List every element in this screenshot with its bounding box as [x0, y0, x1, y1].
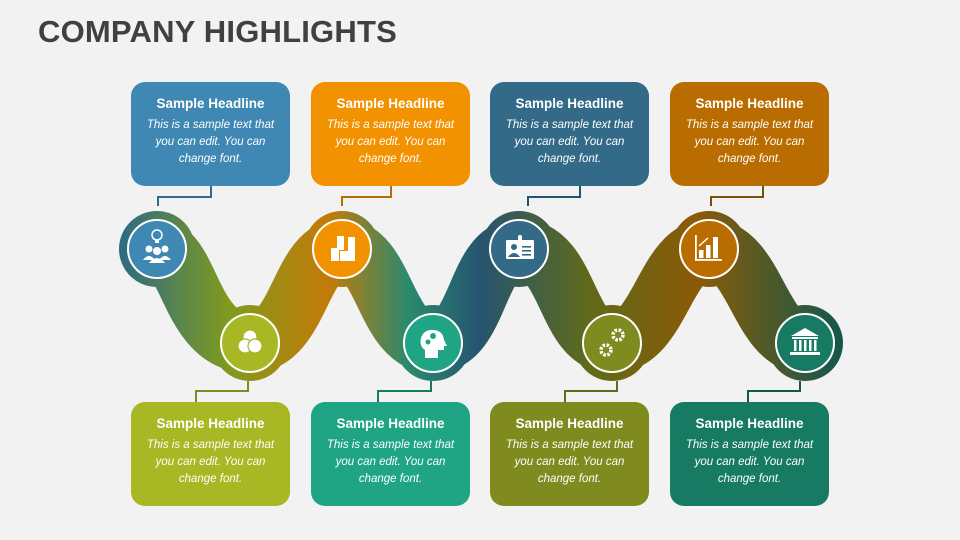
- card-headline: Sample Headline: [336, 96, 445, 111]
- highlight-card-1[interactable]: Sample Headline This is a sample text th…: [131, 82, 290, 186]
- highlight-card-3[interactable]: Sample Headline This is a sample text th…: [311, 82, 470, 186]
- card-headline: Sample Headline: [156, 416, 265, 431]
- card-text: This is a sample text that you can edit.…: [326, 119, 455, 165]
- team-idea-icon: [143, 229, 171, 263]
- highlight-card-7[interactable]: Sample Headline This is a sample text th…: [670, 82, 829, 186]
- node-7[interactable]: [679, 219, 739, 279]
- connector-lines: [157, 186, 801, 402]
- head-gears-icon: [420, 329, 447, 358]
- card-headline: Sample Headline: [515, 416, 624, 431]
- id-card-icon: [506, 235, 534, 259]
- node-6[interactable]: [582, 313, 642, 373]
- node-1[interactable]: [127, 219, 187, 279]
- growth-chart-icon: [695, 235, 722, 261]
- gears-icon: [599, 328, 625, 357]
- card-text: This is a sample text that you can edit.…: [326, 439, 455, 485]
- node-8[interactable]: [775, 313, 835, 373]
- highlight-card-6[interactable]: Sample Headline This is a sample text th…: [490, 402, 649, 506]
- highlight-card-2[interactable]: Sample Headline This is a sample text th…: [131, 402, 290, 506]
- buildings-icon: [331, 236, 355, 261]
- card-text: This is a sample text that you can edit.…: [146, 439, 275, 485]
- card-text: This is a sample text that you can edit.…: [505, 439, 634, 485]
- card-headline: Sample Headline: [695, 416, 804, 431]
- bank-icon: [790, 328, 820, 355]
- highlight-card-5[interactable]: Sample Headline This is a sample text th…: [490, 82, 649, 186]
- node-3[interactable]: [312, 219, 372, 279]
- node-5[interactable]: [489, 219, 549, 279]
- card-text: This is a sample text that you can edit.…: [685, 439, 814, 485]
- card-text: This is a sample text that you can edit.…: [146, 119, 275, 165]
- venn-diagram-icon: [237, 329, 263, 354]
- highlight-card-4[interactable]: Sample Headline This is a sample text th…: [311, 402, 470, 506]
- card-text: This is a sample text that you can edit.…: [505, 119, 634, 165]
- card-headline: Sample Headline: [336, 416, 445, 431]
- page-title: COMPANY HIGHLIGHTS: [38, 14, 397, 49]
- card-headline: Sample Headline: [515, 96, 624, 111]
- card-text: This is a sample text that you can edit.…: [685, 119, 814, 165]
- card-headline: Sample Headline: [695, 96, 804, 111]
- card-headline: Sample Headline: [156, 96, 265, 111]
- node-4[interactable]: [403, 313, 463, 373]
- highlight-card-8[interactable]: Sample Headline This is a sample text th…: [670, 402, 829, 506]
- node-2[interactable]: [220, 313, 280, 373]
